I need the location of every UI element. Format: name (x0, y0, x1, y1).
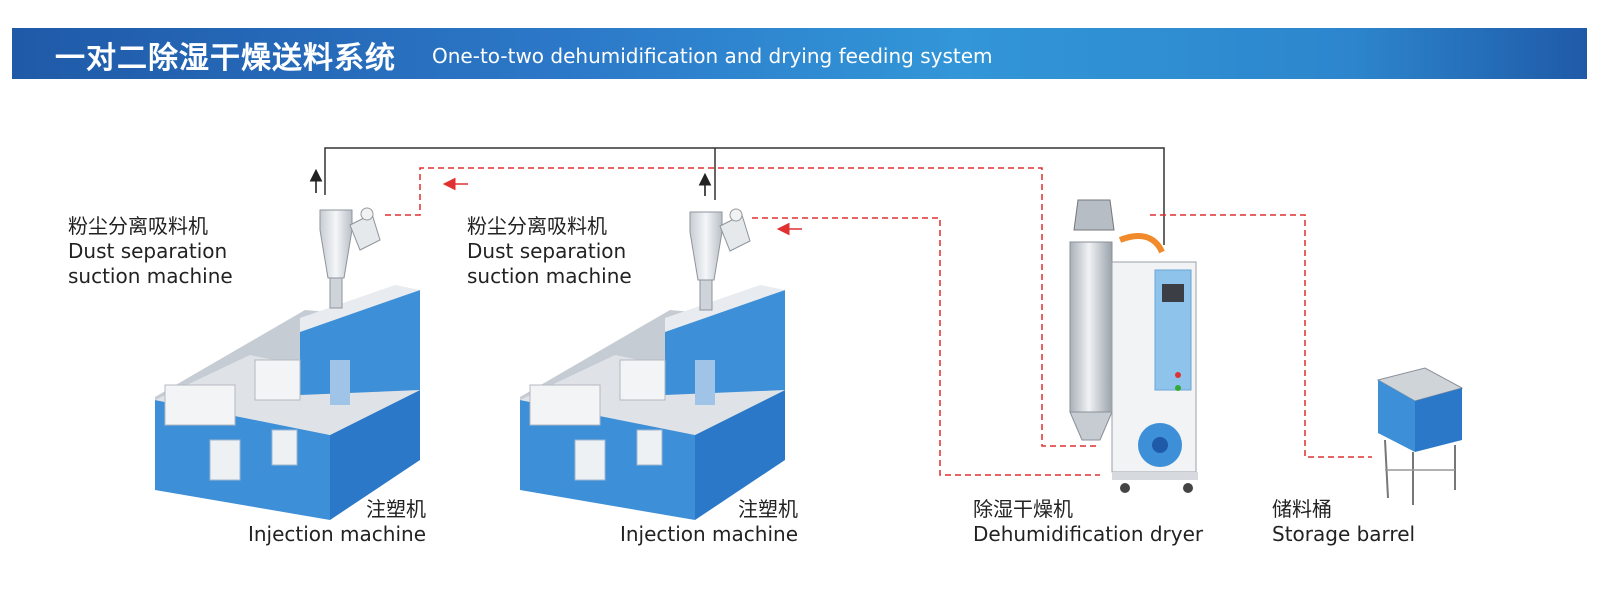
loader-name-en: Dust separation (467, 239, 627, 263)
machine-label: 注塑机 Injection machine (604, 497, 798, 547)
title-banner (12, 28, 1587, 79)
machine-name-en: Injection machine (247, 522, 426, 546)
loader-label: 粉尘分离吸料机 Dust separation suction machine (68, 214, 233, 289)
injection-machine-icon (155, 207, 420, 520)
machine-label: 注塑机 Injection machine (232, 497, 426, 547)
loader-name-en: suction machine (68, 264, 233, 288)
banner-title-cn: 一对二除湿干燥送料系统 (55, 41, 396, 76)
loader-name-en: suction machine (467, 264, 632, 288)
barrel-name-cn: 储料桶 (1272, 497, 1332, 521)
dryer-icon (1069, 199, 1198, 493)
return-air-line (324, 147, 1165, 245)
injection-machine-icon (520, 208, 785, 520)
loader-name-en: Dust separation (68, 239, 228, 263)
loader-name-cn: 粉尘分离吸料机 (467, 214, 607, 238)
barrel-label: 储料桶 Storage barrel (1272, 497, 1415, 547)
loader-label: 粉尘分离吸料机 Dust separation suction machine (467, 214, 632, 289)
loader-name-cn: 粉尘分离吸料机 (68, 214, 208, 238)
machine-name-en: Injection machine (619, 522, 798, 546)
machine-name-cn: 注塑机 (366, 497, 426, 521)
dryer-name-cn: 除湿干燥机 (973, 497, 1073, 521)
machine-name-cn: 注塑机 (738, 497, 798, 521)
material-feed-line (385, 167, 1372, 476)
storage-barrel-icon (1376, 367, 1464, 505)
barrel-name-en: Storage barrel (1272, 522, 1416, 546)
banner-title-en: One-to-two dehumidification and drying f… (432, 44, 993, 68)
dryer-name-en: Dehumidification dryer (973, 522, 1204, 546)
dryer-label: 除湿干燥机 Dehumidification dryer (973, 497, 1203, 547)
